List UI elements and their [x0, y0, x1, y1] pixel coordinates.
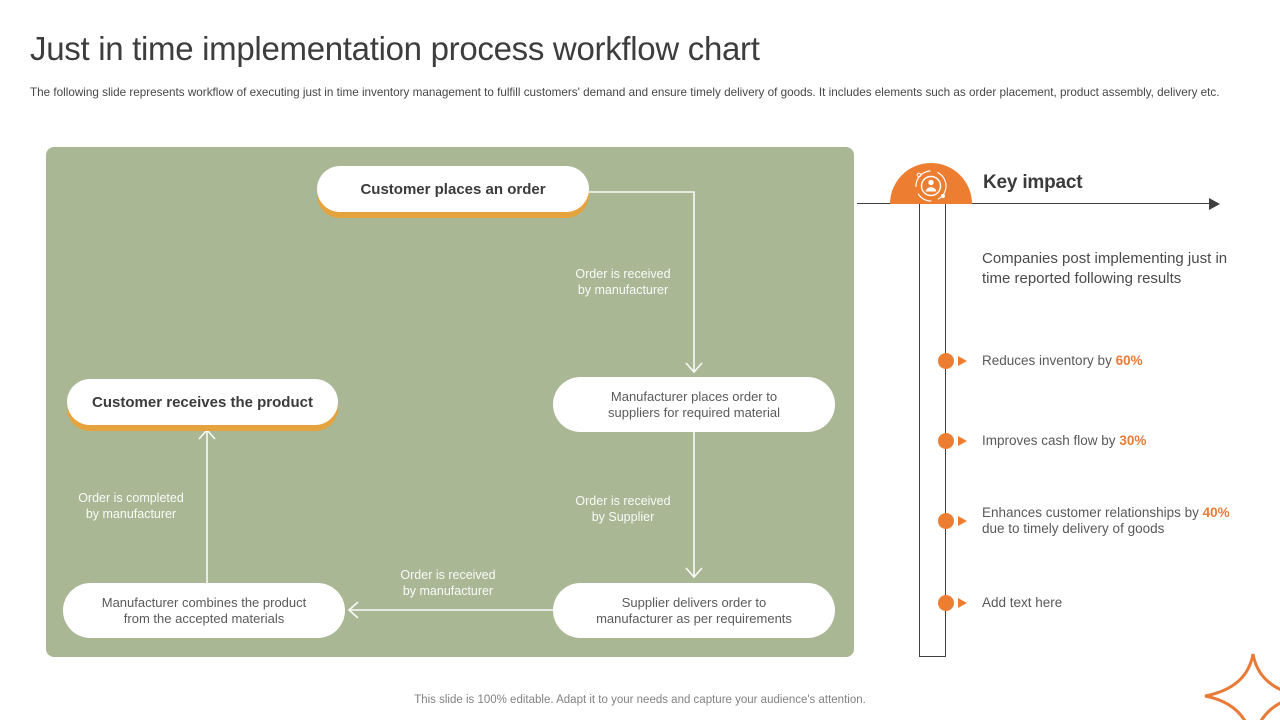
customer-focus-icon: [915, 170, 947, 202]
arrowhead-up-icon: [198, 428, 216, 440]
key-impact-item-text: Add text here: [982, 595, 1240, 612]
item-highlight: 40%: [1202, 504, 1230, 520]
item-highlight: 30%: [1119, 432, 1147, 448]
bullet-dot-icon: [938, 433, 954, 449]
bullet-dot-icon: [938, 353, 954, 369]
workflow-connector-lines: [198, 191, 703, 619]
key-impact-item-text: Enhances customer relationships by 40% d…: [982, 505, 1240, 538]
bullet-dot-icon: [938, 513, 954, 529]
connector-order-to-manufacturer: [589, 191, 695, 372]
key-impact-item-text: Improves cash flow by 30%: [982, 433, 1240, 450]
item-text: Improves cash flow by: [982, 432, 1120, 448]
node-customer-receives-product: Customer receives the product: [67, 379, 338, 425]
key-impact-item: Reduces inventory by 60%: [938, 341, 1268, 381]
key-impact-heading: Key impact: [983, 172, 1083, 193]
node-manufacturer-places-order: Manufacturer places order to suppliers f…: [553, 377, 835, 432]
arrowhead-down-icon: [685, 362, 703, 374]
footer-note: This slide is 100% editable. Adapt it to…: [414, 694, 866, 706]
node-customer-places-order: Customer places an order: [317, 166, 589, 212]
key-impact-item: Enhances customer relationships by 40% d…: [938, 501, 1268, 541]
arrowhead-left-icon: [347, 601, 359, 619]
node-manufacturer-combines: Manufacturer combines the product from t…: [63, 583, 345, 638]
edge-label-received-by-manufacturer-bottom: Order is received by manufacturer: [400, 568, 496, 598]
edge-label-completed-by-manufacturer: Order is completed by manufacturer: [78, 491, 184, 521]
key-impact-intro: Companies post implementing just in time…: [982, 250, 1228, 287]
timeline-axis: [857, 203, 1210, 204]
key-impact-item: Add text here: [938, 583, 1268, 623]
bullet-arrow-icon: [958, 598, 967, 608]
bullet-arrow-icon: [958, 356, 967, 366]
page-title: Just in time implementation process work…: [30, 30, 760, 67]
timeline-rail: [919, 204, 946, 657]
arrowhead-down-icon: [685, 567, 703, 579]
item-text: Add text here: [982, 594, 1063, 610]
key-impact-item-text: Reduces inventory by 60%: [982, 353, 1240, 370]
bullet-arrow-icon: [958, 516, 967, 526]
workflow-panel: Customer places an order Customer receiv…: [46, 147, 854, 657]
key-impact-badge: [890, 163, 972, 204]
key-impact-item: Improves cash flow by 30%: [938, 421, 1268, 461]
arrowhead-right-icon: [1209, 198, 1220, 210]
item-text: Reduces inventory by: [982, 352, 1116, 368]
item-text: Enhances customer relationships by: [982, 504, 1203, 520]
bullet-arrow-icon: [958, 436, 967, 446]
node-supplier-delivers: Supplier delivers order to manufacturer …: [553, 583, 835, 638]
edge-label-received-by-manufacturer-top: Order is received by manufacturer: [575, 267, 671, 297]
sparkle-decoration-icon: [1204, 653, 1280, 720]
bullet-dot-icon: [938, 595, 954, 611]
item-highlight: 60%: [1115, 352, 1143, 368]
item-text: due to timely delivery of goods: [982, 521, 1165, 536]
page-subtitle: The following slide represents workflow …: [30, 86, 1220, 99]
edge-label-received-by-supplier: Order is received by Supplier: [575, 494, 671, 524]
